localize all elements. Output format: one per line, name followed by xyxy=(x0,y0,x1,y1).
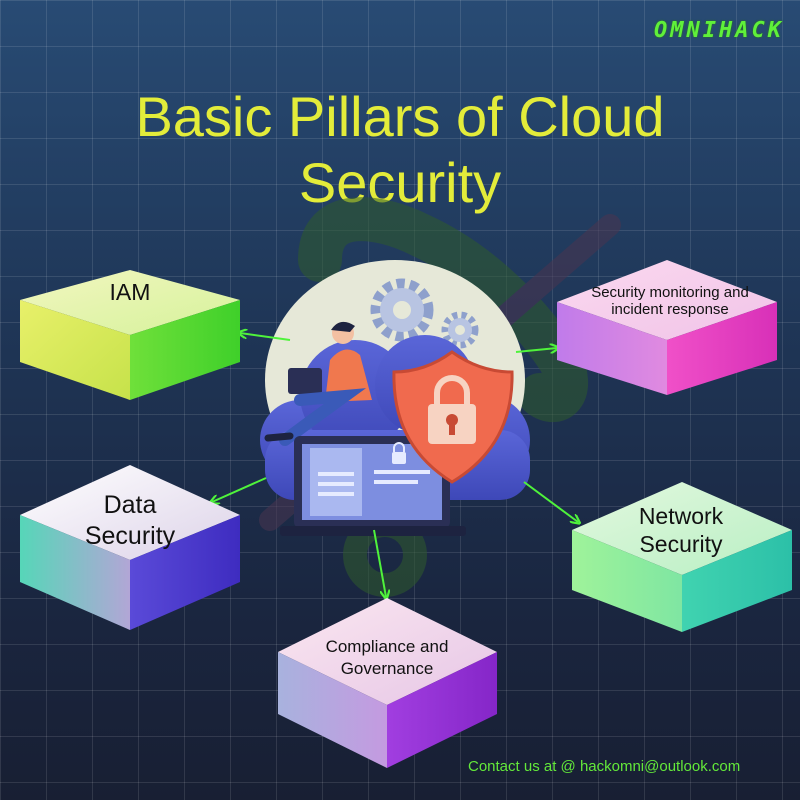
pillar-block-compliance xyxy=(278,598,497,768)
connector-arrows xyxy=(212,333,578,597)
pillar-label-network: Network Security xyxy=(638,503,724,557)
gear-icon xyxy=(441,311,479,349)
pillar-block-data xyxy=(20,465,240,630)
pillar-block-monitoring xyxy=(557,260,777,395)
contact-email-text: Contact us at @ hackomni@outlook.com xyxy=(468,758,741,775)
laptop-icon xyxy=(280,436,466,536)
page-title: Basic Pillars of Cloud Security xyxy=(135,85,665,214)
omnihack-logo: OMNIHACK xyxy=(654,18,784,43)
padlock-icon xyxy=(428,375,476,444)
pillar-label-iam: IAM xyxy=(109,279,151,305)
pillar-label-compliance: Compliance and Governance xyxy=(325,637,449,678)
person-illustration xyxy=(264,321,372,446)
pillar-label-monitoring: Security monitoring and incident respons… xyxy=(591,284,749,318)
gear-icon xyxy=(370,278,434,342)
pillar-block-network xyxy=(572,482,792,632)
pillar-block-iam xyxy=(20,270,240,400)
pillar-label-data: Data Security xyxy=(84,491,176,550)
